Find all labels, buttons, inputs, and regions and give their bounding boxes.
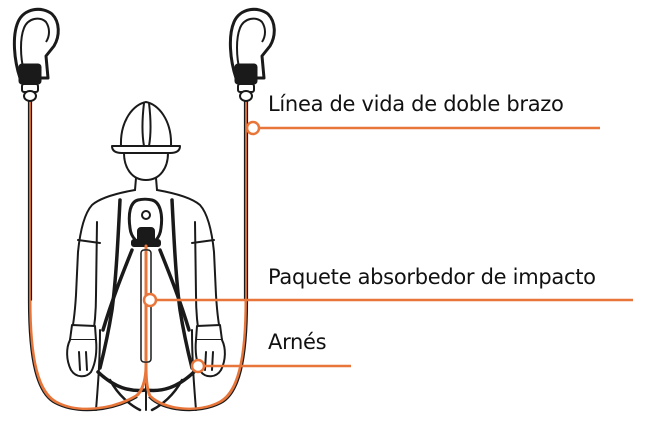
dorsal-carabiner-icon	[127, 197, 164, 247]
label-lifeline: Línea de vida de doble brazo	[268, 92, 564, 116]
callout-harness	[190, 358, 351, 374]
head	[123, 152, 169, 181]
callout-lifeline	[245, 120, 600, 136]
callout-absorber	[142, 292, 633, 308]
glove-left-icon	[66, 324, 98, 378]
label-harness: Arnés	[268, 330, 327, 354]
snap-hook-right-icon	[228, 7, 276, 102]
worker-figure	[66, 101, 226, 412]
lanyard-right-arm	[144, 98, 248, 411]
harness-straps	[96, 198, 196, 412]
body-outline	[69, 189, 223, 341]
lanyard-webbing	[27, 98, 249, 412]
lanyard-left-arm	[28, 98, 148, 411]
label-absorber: Paquete absorbedor de impacto	[268, 265, 596, 289]
neck	[134, 177, 158, 191]
snap-hook-left-icon	[12, 7, 60, 102]
hard-hat-icon	[111, 101, 181, 154]
sleeves	[77, 239, 215, 244]
